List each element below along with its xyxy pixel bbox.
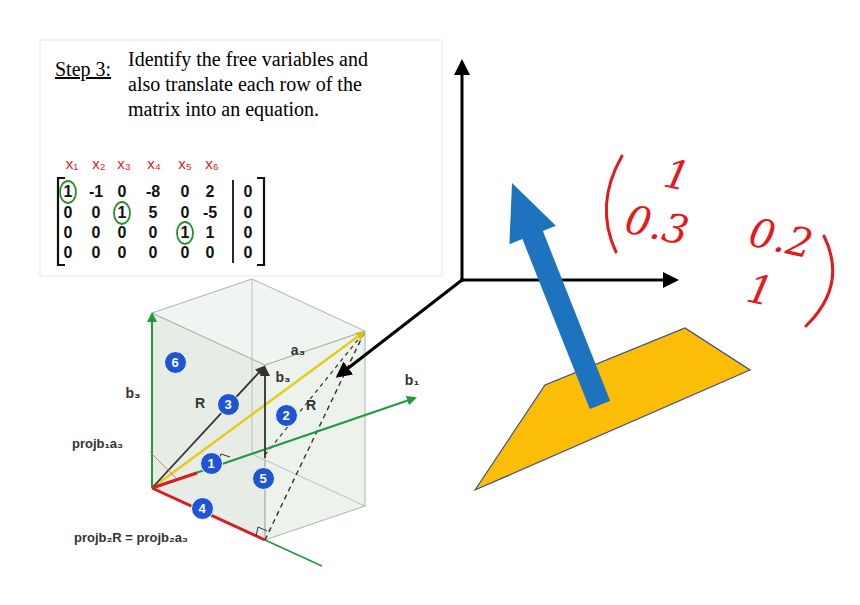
- box-illustration: [150, 279, 415, 566]
- matrix-entry: 0: [64, 224, 73, 242]
- matrix-entry: 0: [149, 224, 158, 242]
- matrix-entry: 1: [64, 183, 73, 201]
- matrix-entry: -5: [203, 204, 217, 222]
- vector-label: R: [195, 395, 205, 411]
- matrix-entry: 0: [118, 224, 127, 242]
- vector-label: b₃: [125, 385, 140, 401]
- matrix-entry: 0: [181, 204, 190, 222]
- matrix-entry: 0: [181, 244, 190, 262]
- variable-header: x₃: [117, 155, 131, 172]
- axis-arrow: [461, 62, 464, 282]
- vector-label: b₃: [275, 369, 290, 385]
- step-heading: Step 3:: [55, 58, 111, 81]
- variable-header: x₄: [147, 155, 161, 172]
- matrix-entry: 0: [244, 204, 253, 222]
- matrix-entry: 0: [118, 244, 127, 262]
- matrix-bracket: [257, 178, 264, 265]
- step-instruction: Identify the free variables and also tra…: [128, 47, 383, 122]
- matrix-entry: 0: [92, 244, 101, 262]
- callout-text: 4: [198, 501, 205, 516]
- callout-text: 6: [171, 355, 178, 370]
- matrix-entry: 0: [118, 183, 127, 201]
- matrix-entry: 5: [149, 204, 158, 222]
- pivot-circle: [177, 222, 193, 244]
- callout-number: 4: [191, 497, 214, 520]
- matrix-entry: 0: [64, 204, 73, 222]
- callout-number: 5: [252, 467, 275, 490]
- matrix-entry: 2: [206, 183, 215, 201]
- normal-arrow: [509, 183, 610, 409]
- matrix-entry: 1: [660, 150, 694, 200]
- matrix-entry: -1: [89, 183, 103, 201]
- matrix-entry: 0: [244, 224, 253, 242]
- matrix-entry: 0: [206, 244, 215, 262]
- plane: [475, 328, 750, 490]
- callout-number: 3: [217, 393, 240, 416]
- pivot-circle: [114, 202, 130, 224]
- callout-number: 6: [164, 351, 187, 374]
- callout-number: 1: [200, 452, 223, 475]
- projection-label: projb₂R = projb₂a₃: [74, 531, 188, 546]
- vector-label: b₁: [405, 372, 419, 388]
- matrix-entry: 1: [118, 204, 127, 222]
- variable-header: x₆: [205, 155, 219, 172]
- pivot-circle: [60, 181, 76, 203]
- callout-text: 2: [282, 408, 289, 423]
- matrix-entry: 1: [743, 265, 777, 315]
- axis-arrow: [460, 279, 676, 282]
- matrix-entry: 0.2: [745, 209, 817, 267]
- vector-label: R: [306, 397, 316, 413]
- matrix-entry: 0: [92, 204, 101, 222]
- matrix-entry: 0: [64, 244, 73, 262]
- matrix-paren: [606, 156, 622, 252]
- note-panel: [40, 40, 442, 276]
- callout-number: 2: [275, 404, 298, 427]
- callout-text: 1: [207, 456, 214, 471]
- vector-label: a₃: [291, 342, 305, 358]
- projection-label: projb₁a₃: [72, 437, 123, 452]
- matrix-entry: 0: [181, 183, 190, 201]
- matrix-entry: -8: [146, 183, 160, 201]
- matrix-entry: 0.3: [621, 196, 693, 254]
- matrix-entry: 0: [92, 224, 101, 242]
- variable-header: x₁: [66, 155, 79, 172]
- callout-text: 3: [224, 397, 231, 412]
- callout-text: 5: [259, 471, 266, 486]
- augment-bar: [232, 180, 234, 263]
- variable-header: x₂: [92, 155, 105, 172]
- pointer-arrow: [338, 280, 462, 376]
- variable-header: x₅: [178, 155, 192, 172]
- matrix-entry: 1: [181, 224, 190, 242]
- matrix-entry: 0: [244, 244, 253, 262]
- matrix-entry: 1: [206, 224, 215, 242]
- matrix-entry: 0: [244, 183, 253, 201]
- matrix-entry: 0: [149, 244, 158, 262]
